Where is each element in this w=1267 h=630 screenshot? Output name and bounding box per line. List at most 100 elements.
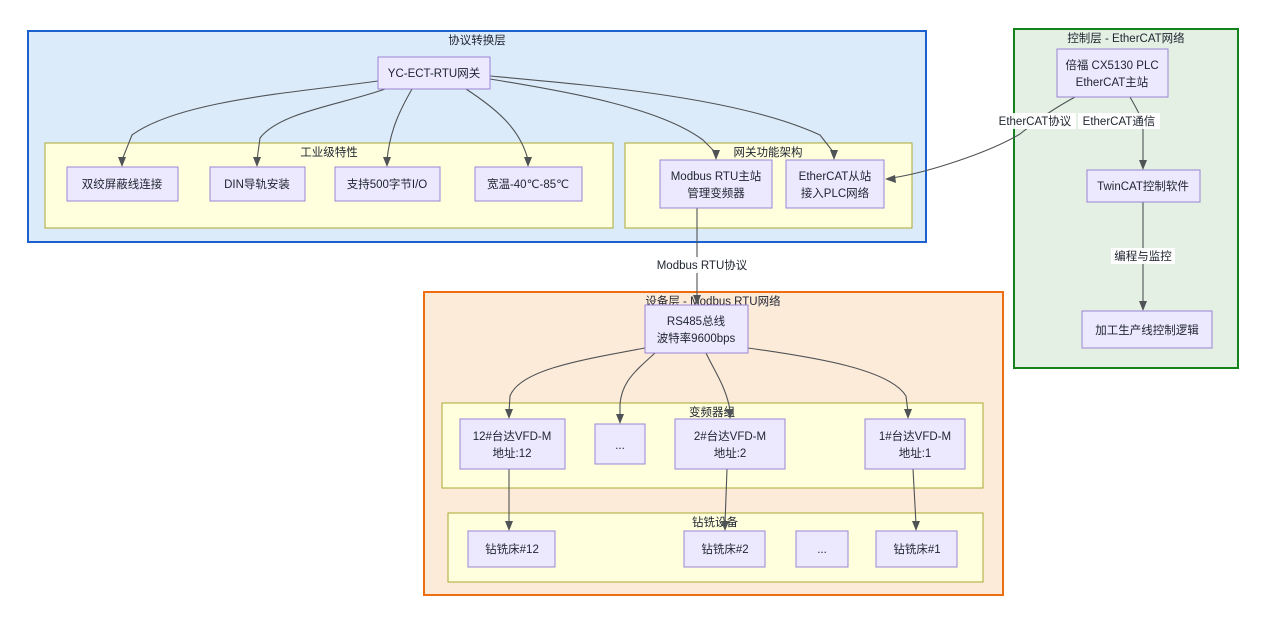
node-vfd-2[interactable]: 2#台达VFD-M 地址:2 xyxy=(674,418,786,470)
edge-label-bg-modbus xyxy=(658,257,746,273)
group-title-control-layer: 控制层 - EtherCAT网络 xyxy=(1067,31,1185,45)
arrowhead-vfd-2 xyxy=(726,409,734,419)
arrowhead-modbus-master xyxy=(712,150,720,160)
node-plc[interactable]: 倍福 CX5130 PLC EtherCAT主站 xyxy=(1056,48,1169,98)
edge-labels-layer: Modbus RTU协议 EtherCAT协议 EtherCAT通信 编程与监控 xyxy=(657,113,1175,273)
edge-label-programming-monitoring: 编程与监控 xyxy=(1114,249,1172,263)
node-rect-drill-2[interactable] xyxy=(683,530,766,568)
node-gateway[interactable]: YC-ECT-RTU网关 xyxy=(377,56,491,90)
node-drill-2[interactable]: 钻铣床#2 xyxy=(683,530,766,568)
node-twincat-software[interactable]: TwinCAT控制软件 xyxy=(1086,169,1201,203)
edge-gateway-to-feature-4 xyxy=(465,88,529,161)
edge-gateway-to-feature-2 xyxy=(256,88,386,161)
node-rect-feature-1[interactable] xyxy=(66,166,179,202)
node-rect-vfd-2[interactable] xyxy=(674,418,786,470)
node-label-modbus-master-line1: Modbus RTU主站 xyxy=(671,169,762,183)
edge-rs485-to-vfd-12 xyxy=(508,347,646,413)
edge-gateway-to-feature-1 xyxy=(121,80,379,161)
edge-gateway-to-feature-3 xyxy=(386,88,413,161)
node-label-feature-4: 宽温-40℃-85℃ xyxy=(487,177,569,191)
edge-vfd-2-to-drill-2 xyxy=(724,468,728,525)
node-rect-prod-logic[interactable] xyxy=(1081,310,1213,349)
arrowhead-vfd-1 xyxy=(904,409,912,419)
node-feature-500-byte-io[interactable]: 支持500字节I/O xyxy=(334,166,441,202)
node-label-drill-dots: ... xyxy=(817,544,827,556)
edge-vfd-1-to-drill-1 xyxy=(912,468,917,525)
node-feature-twisted-shielded-cable[interactable]: 双绞屏蔽线连接 xyxy=(66,166,179,202)
edge-gateway-to-modbus-master xyxy=(489,78,717,154)
node-production-line-control-logic[interactable]: 加工生产线控制逻辑 xyxy=(1081,310,1213,349)
node-label-vfd-dots: ... xyxy=(615,440,625,452)
node-rect-ethercat-slave[interactable] xyxy=(785,159,885,209)
node-label-vfd-2-line1: 2#台达VFD-M xyxy=(694,429,766,443)
edge-label-modbus-rtu-protocol: Modbus RTU协议 xyxy=(657,258,748,272)
arrowhead-feature-4 xyxy=(524,157,532,167)
edge-label-ethercat-communication: EtherCAT通信 xyxy=(1083,115,1156,128)
node-rect-plc[interactable] xyxy=(1056,48,1169,98)
arrowhead-rs485 xyxy=(693,295,701,305)
node-vfd-1[interactable]: 1#台达VFD-M 地址:1 xyxy=(864,418,966,470)
node-rect-modbus-master[interactable] xyxy=(659,159,773,209)
node-drill-ellipsis[interactable]: ... xyxy=(795,530,849,568)
arrowhead-prod-logic xyxy=(1139,301,1147,311)
node-rect-vfd-dots[interactable] xyxy=(594,423,646,465)
node-label-vfd-12-line2: 地址:12 xyxy=(493,446,532,460)
node-ethercat-slave[interactable]: EtherCAT从站 接入PLC网络 xyxy=(785,159,885,209)
node-label-vfd-1-line2: 地址:1 xyxy=(899,446,932,460)
edge-label-bg-ethercat-protocol xyxy=(994,113,1076,129)
node-rect-feature-4[interactable] xyxy=(474,166,583,202)
node-label-twincat: TwinCAT控制软件 xyxy=(1097,179,1189,193)
node-rect-vfd-12[interactable] xyxy=(459,418,566,470)
node-feature-din-rail-mount[interactable]: DIN导轨安装 xyxy=(209,166,306,202)
node-rect-feature-2[interactable] xyxy=(209,166,306,202)
node-drill-1[interactable]: 钻铣床#1 xyxy=(875,530,958,568)
node-feature-wide-temperature[interactable]: 宽温-40℃-85℃ xyxy=(474,166,583,202)
node-rect-feature-3[interactable] xyxy=(334,166,441,202)
node-label-ethercat-slave-line2: 接入PLC网络 xyxy=(801,186,870,200)
node-label-gateway: YC-ECT-RTU网关 xyxy=(388,66,481,80)
subgroup-title-vfd-group: 变频器组 xyxy=(689,405,735,419)
node-modbus-rtu-master[interactable]: Modbus RTU主站 管理变频器 xyxy=(659,159,773,209)
node-label-feature-3: 支持500字节I/O xyxy=(347,177,428,191)
arrowhead-ethercat-slave xyxy=(830,150,838,160)
arrowhead-ethercat-slave-from-plc xyxy=(885,175,896,183)
node-vfd-12[interactable]: 12#台达VFD-M 地址:12 xyxy=(459,418,566,470)
group-title-protocol-layer: 协议转换层 xyxy=(448,33,506,47)
node-label-vfd-2-line2: 地址:2 xyxy=(714,446,747,460)
node-label-feature-1: 双绞屏蔽线连接 xyxy=(82,177,163,191)
node-rect-twincat[interactable] xyxy=(1086,169,1201,203)
arrowhead-drill-1 xyxy=(912,521,920,531)
subgroup-title-industrial-features: 工业级特性 xyxy=(300,145,358,159)
node-rect-gateway[interactable] xyxy=(377,56,491,90)
arrowhead-vfd-12 xyxy=(505,409,513,419)
node-label-plc-line1: 倍福 CX5130 PLC xyxy=(1065,58,1158,72)
arrowhead-twincat xyxy=(1139,160,1147,170)
arrowhead-feature-2 xyxy=(253,157,261,167)
arrowhead-feature-1 xyxy=(118,157,126,167)
node-label-vfd-12-line1: 12#台达VFD-M xyxy=(473,429,552,443)
edge-rs485-to-vfd-1 xyxy=(747,347,909,413)
edge-label-bg-programming-monitoring xyxy=(1111,248,1175,264)
node-label-ethercat-slave-line1: EtherCAT从站 xyxy=(799,169,872,183)
node-label-vfd-1-line1: 1#台达VFD-M xyxy=(879,429,951,443)
node-rs485-bus[interactable]: RS485总线 波特率9600bps xyxy=(644,304,749,354)
node-label-rs485-line2: 波特率9600bps xyxy=(657,331,736,345)
arrowhead-feature-3 xyxy=(383,157,391,167)
node-rect-drill-1[interactable] xyxy=(875,530,958,568)
node-label-plc-line2: EtherCAT主站 xyxy=(1076,75,1149,89)
node-vfd-ellipsis[interactable]: ... xyxy=(594,423,646,465)
node-rect-vfd-1[interactable] xyxy=(864,418,966,470)
node-drill-12[interactable]: 钻铣床#12 xyxy=(467,530,556,568)
subgroup-title-gateway-architecture: 网关功能架构 xyxy=(734,145,803,159)
node-label-rs485-line1: RS485总线 xyxy=(667,314,726,328)
node-label-feature-2: DIN导轨安装 xyxy=(224,177,290,191)
node-label-prod-logic: 加工生产线控制逻辑 xyxy=(1095,323,1199,337)
node-rect-drill-12[interactable] xyxy=(467,530,556,568)
edge-label-bg-ethercat-comm xyxy=(1078,113,1160,129)
node-rect-rs485[interactable] xyxy=(644,304,749,354)
arrowhead-drill-12 xyxy=(505,521,513,531)
node-rect-drill-dots[interactable] xyxy=(795,530,849,568)
subgroup-title-drill-group: 钻铣设备 xyxy=(692,515,738,529)
